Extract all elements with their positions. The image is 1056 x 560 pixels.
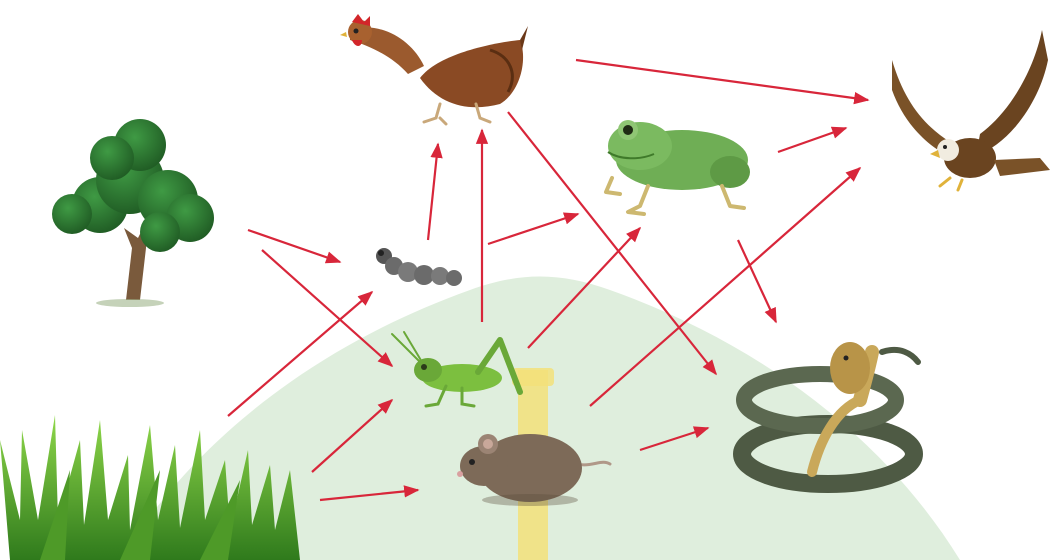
arrow-caterpillar-chicken <box>428 144 438 240</box>
frog-icon <box>606 120 750 214</box>
caterpillar-icon <box>376 248 462 286</box>
arrow-tree-grasshopper <box>262 250 392 366</box>
arrow-frog-eagle <box>778 128 846 152</box>
arrow-tree-caterpillar <box>248 230 340 262</box>
arrow-frog-snake <box>738 240 776 322</box>
tree-icon <box>52 119 214 307</box>
chicken-icon <box>340 14 528 124</box>
eagle-icon <box>892 30 1050 190</box>
arrow-caterpillar-frog <box>488 214 578 244</box>
arrow-chicken-eagle <box>576 60 868 100</box>
